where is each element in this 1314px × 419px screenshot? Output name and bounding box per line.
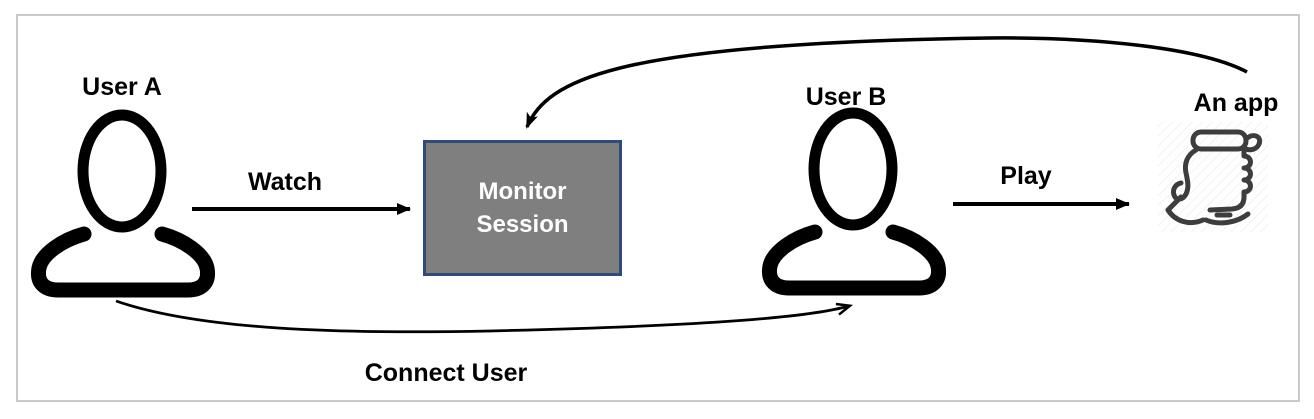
user-b-label: User B	[805, 83, 887, 111]
user-a-label: User A	[82, 73, 162, 101]
connect-user-arrow	[115, 299, 854, 334]
user-b-person-icon	[769, 113, 938, 288]
monitor-session-box: Monitor Session	[423, 140, 622, 276]
an-app-label: An app	[1193, 89, 1279, 117]
play-edge-label: Play	[1000, 162, 1052, 190]
app-to-monitor-arrow	[525, 36, 1248, 129]
connect-user-edge-label: Connect User	[364, 359, 528, 387]
phone-in-hand-icon	[1158, 122, 1268, 232]
monitor-session-line1: Monitor	[478, 178, 567, 205]
user-a-person-icon	[38, 115, 207, 290]
watch-edge-label: Watch	[247, 168, 323, 196]
monitor-session-line2: Session	[476, 211, 569, 238]
